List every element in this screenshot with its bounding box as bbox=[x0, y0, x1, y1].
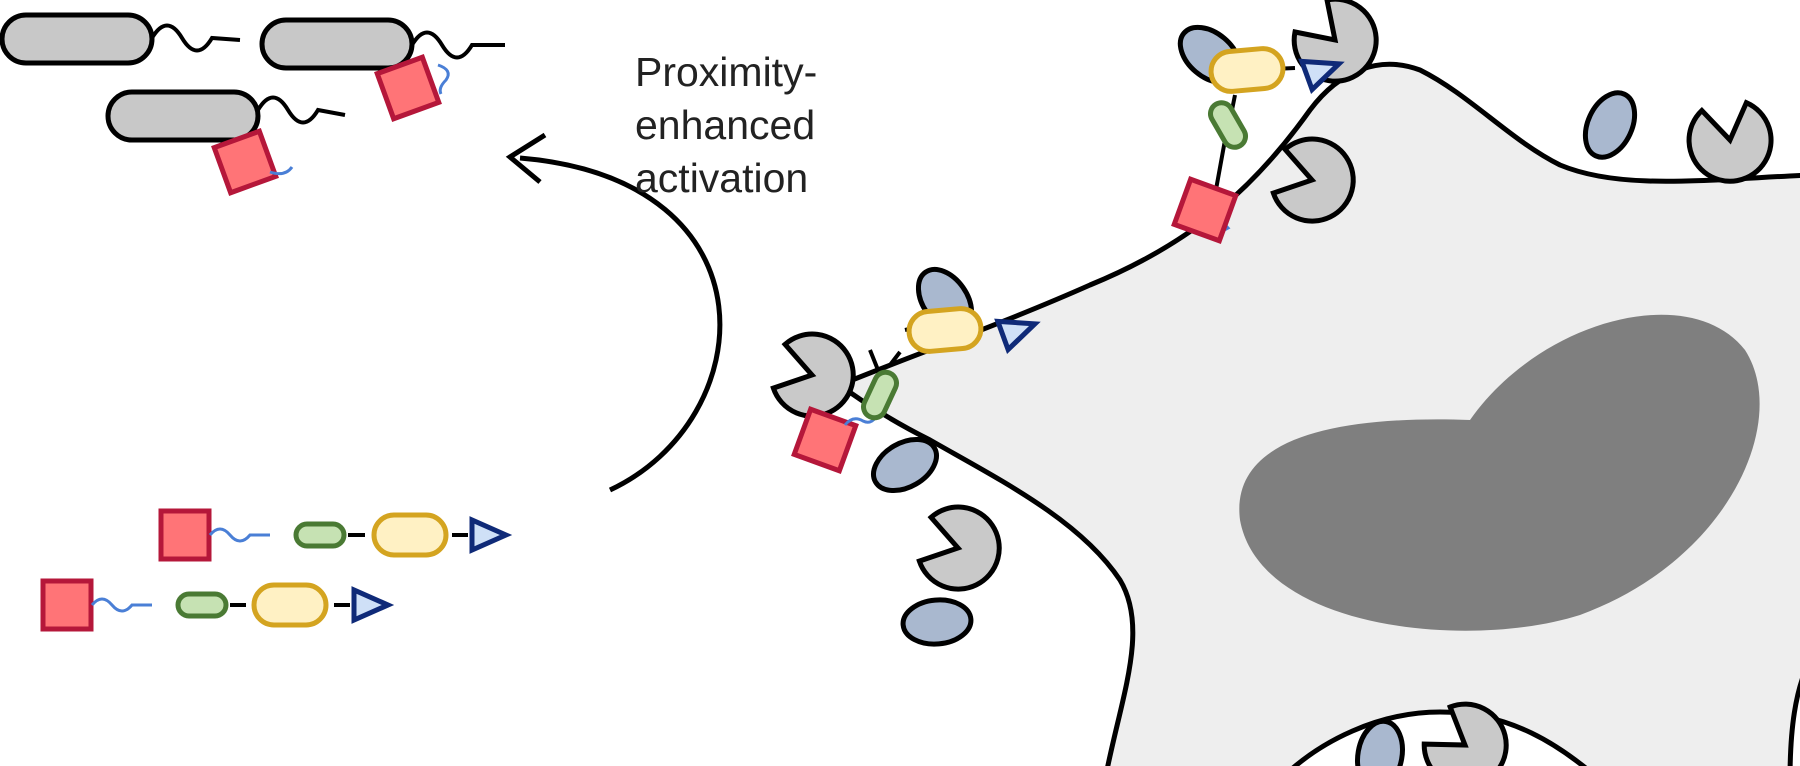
bound-conjugate bbox=[794, 307, 1040, 471]
arrowhead-icon bbox=[505, 132, 547, 184]
bound-conjugate bbox=[1174, 47, 1344, 241]
label-line: activation bbox=[635, 155, 809, 201]
label-line: enhanced bbox=[635, 102, 816, 148]
free-conjugate bbox=[43, 581, 388, 629]
released-payload bbox=[0, 12, 505, 193]
label-line: Proximity- bbox=[635, 49, 818, 95]
activation-arrow bbox=[519, 155, 723, 493]
activation-label: Proximity- enhanced activation bbox=[635, 46, 817, 205]
free-conjugate bbox=[161, 511, 506, 559]
nucleus bbox=[1239, 314, 1760, 631]
